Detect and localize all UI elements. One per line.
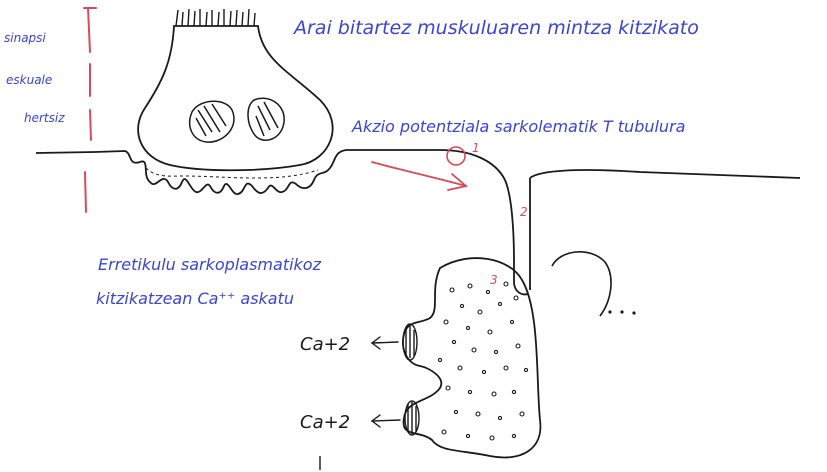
synapse-bracket	[84, 8, 96, 212]
synapse-label-line3: hertsiz	[24, 111, 65, 125]
annotation-top: Arai bitartez muskuluaren mintza kitzika…	[292, 17, 699, 39]
step-2: 2	[520, 205, 528, 219]
calcium-release-channel	[405, 401, 419, 435]
synapse-label-line2: eskuale	[6, 73, 52, 87]
step-marker-circle	[447, 147, 465, 165]
calcium-label: Ca+2	[300, 334, 350, 355]
t-tubule-branch	[552, 252, 611, 316]
action-potential-arrow	[372, 162, 466, 190]
calcium-arrow	[372, 415, 400, 427]
step-3: 3	[490, 273, 498, 287]
axon-terminal	[138, 26, 333, 170]
t-tubule	[514, 170, 800, 294]
annotation-reticulum-line1: Erretikulu sarkoplasmatikoz	[98, 255, 322, 274]
synaptic-vesicle	[248, 98, 284, 140]
sarcoplasmic-reticulum	[403, 258, 540, 457]
continuation-dots	[608, 310, 635, 314]
calcium-release-channel	[403, 324, 417, 360]
calcium-arrow	[372, 337, 398, 349]
annotation-reticulum-line2: kitzikatzean Ca⁺⁺ askatu	[96, 289, 294, 308]
calcium-stores	[438, 282, 527, 440]
step-1: 1	[472, 141, 480, 155]
axon-fibers	[176, 9, 255, 26]
annotation-action-potential: Akzio potentziala sarkolematik T tubulur…	[351, 117, 685, 136]
synaptic-vesicle	[190, 101, 234, 142]
synapse-label-line1: sinapsi	[4, 31, 46, 45]
calcium-label: Ca+2	[300, 412, 350, 433]
